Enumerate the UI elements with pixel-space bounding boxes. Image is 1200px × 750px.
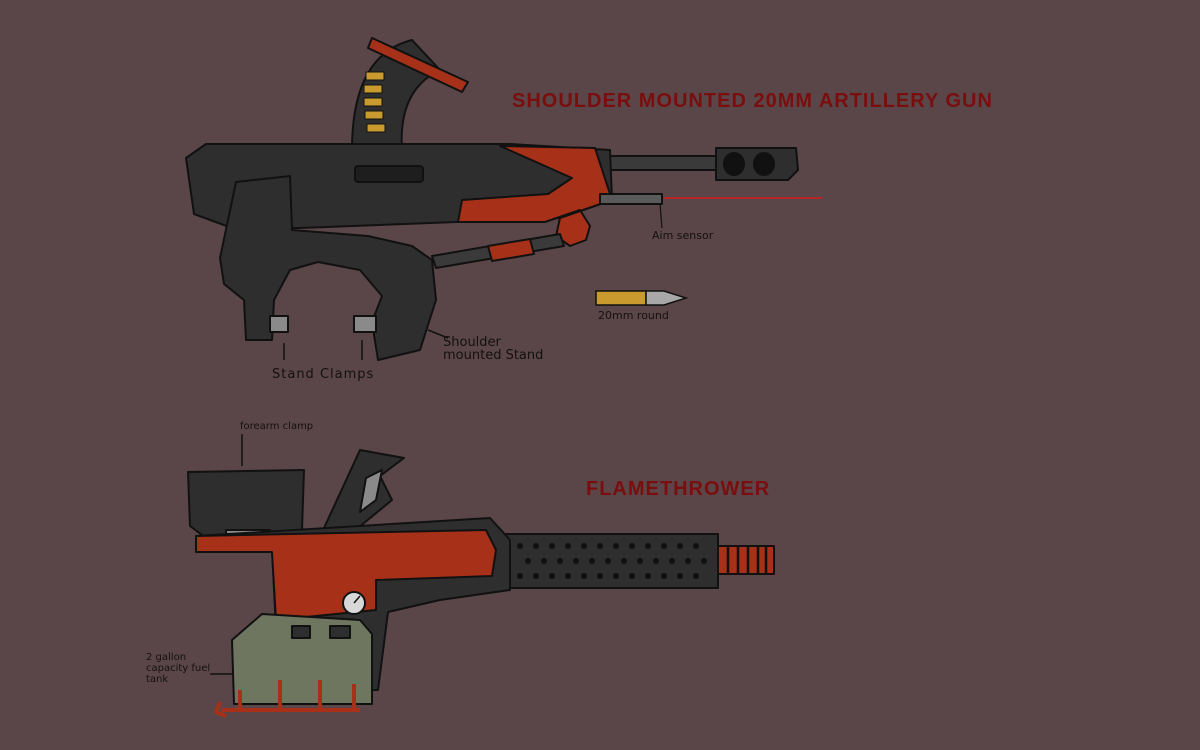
aim-sensor-unit: [599, 193, 663, 205]
stand-clamp-right: [353, 315, 377, 333]
flame-nozzle: [717, 545, 775, 575]
artillery-title: SHOULDER MOUNTED 20MM ARTILLERY GUN: [512, 90, 993, 112]
curved-magazine: [351, 37, 469, 151]
forearm-clamp-label: forearm clamp: [240, 421, 314, 432]
red-housing: [195, 529, 497, 621]
magazine-rounds: [363, 71, 386, 133]
20mm-round-drawing: [595, 290, 689, 306]
flamethrower-title: FLAMETHROWER: [586, 478, 771, 500]
aim-sensor-label: Aim sensor: [652, 229, 714, 242]
pressure-gauge: [342, 591, 366, 615]
round-label: 20mm round: [598, 309, 669, 322]
barrel: [599, 155, 721, 171]
red-receiver-accent: [457, 145, 613, 247]
stand-clamp-left: [269, 315, 289, 333]
artillery-gun-drawing: [185, 37, 822, 361]
tank-rack: [214, 680, 360, 718]
stand-clamps-label: Stand Clamps: [272, 367, 375, 382]
flamethrower-drawing: [187, 434, 775, 718]
forearm-clamp: [187, 469, 305, 539]
barrel-holes: [517, 543, 707, 579]
fuel-tank-label: 2 gallon capacity fuel tank: [146, 652, 211, 685]
shoulder-stand-label: Shoulder mounted Stand: [443, 335, 544, 363]
